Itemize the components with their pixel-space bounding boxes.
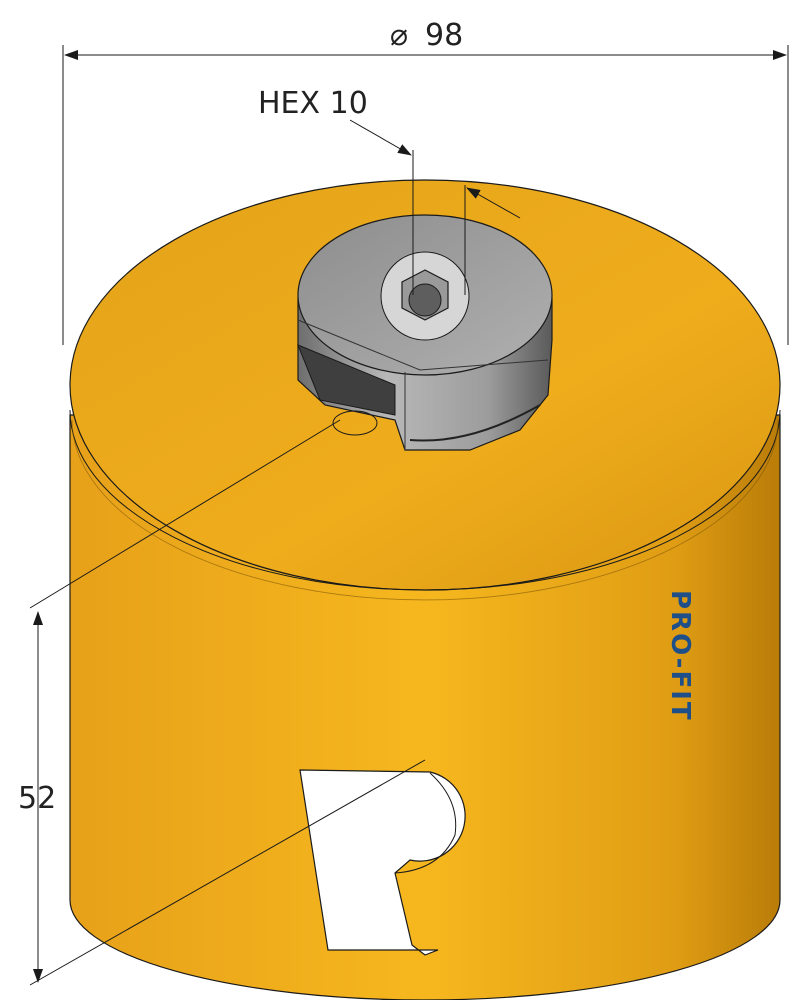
dimension-lines (29, 45, 789, 986)
diameter-value: 98 (425, 18, 463, 53)
hex-leader (349, 119, 412, 156)
hex-label: HEX 10 (258, 86, 368, 121)
saw-body (69, 179, 781, 1000)
diameter-symbol: ⌀ (390, 18, 408, 53)
height-value: 52 (18, 781, 56, 816)
arbor-adapter (297, 214, 553, 451)
brand-label: PRO-FIT (665, 590, 695, 722)
brand-logo: PRO-FIT (665, 590, 695, 722)
ejection-slot (299, 769, 466, 956)
cylinder-rim (69, 409, 781, 591)
